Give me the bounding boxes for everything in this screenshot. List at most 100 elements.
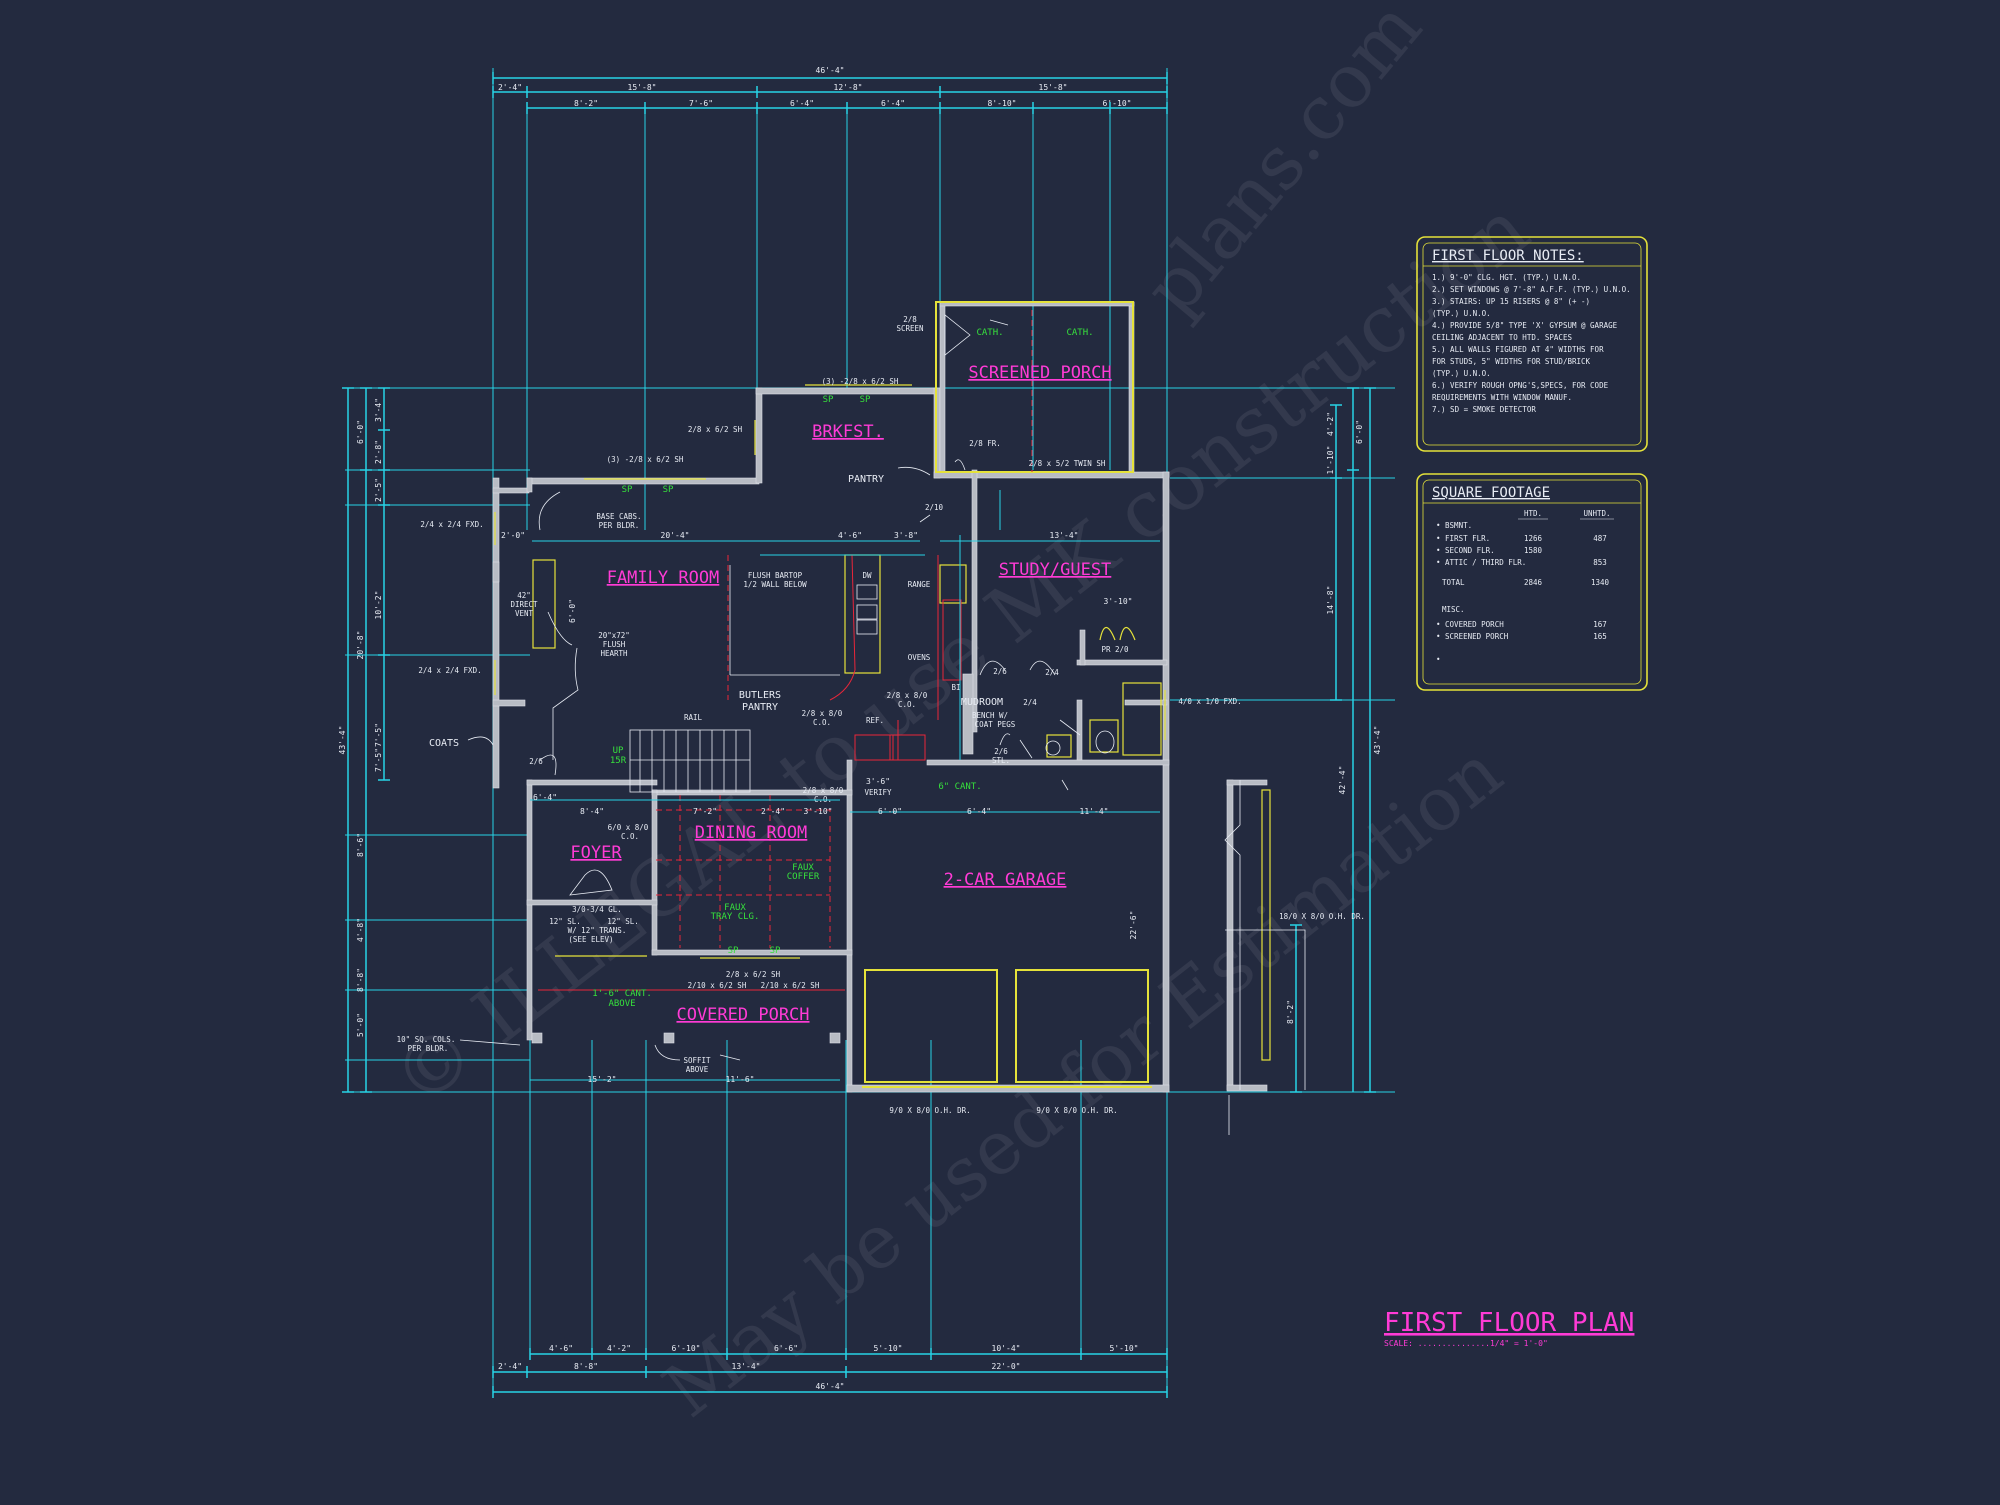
highlights <box>494 301 1271 1088</box>
label-cols-1: 10" SQ. COLS. <box>397 1035 456 1044</box>
label-soffit-2: ABOVE <box>686 1065 709 1074</box>
label-sl-right: 12" SL. <box>607 917 639 926</box>
dim-bottom-row2-2: 4'-2" <box>607 1344 631 1353</box>
overhead-lines <box>538 310 1033 991</box>
label-base-cabs-1: BASE CABS. <box>596 512 641 521</box>
label-butlers-1: BUTLERS <box>739 690 781 701</box>
label-range: RANGE <box>908 580 931 589</box>
room-mudroom: MUDROOM <box>961 697 1003 708</box>
label-door-24b: 2/4 <box>1023 698 1037 707</box>
dim-int-46: 4'-6" <box>838 531 862 540</box>
walls <box>492 301 1268 1093</box>
notes-line-8: FOR STUDS, 5" WIDTHS FOR STUD/BRICK <box>1432 357 1591 366</box>
dim-int-64b: 6'-4" <box>967 807 991 816</box>
notes-line-10: 6.) VERIFY ROUGH OPNG'S,SPECS, FOR CODE <box>1432 381 1609 390</box>
label-base-cabs-2: PER BLDR. <box>599 521 640 530</box>
fixtures <box>459 314 1306 1135</box>
label-cath-2: CATH. <box>1066 328 1093 338</box>
dim-right-mid-1: 1'-10" <box>1326 446 1335 475</box>
dim-left-bot-2: 8'-6" <box>356 833 365 857</box>
room-screened-porch: SCREENED PORCH <box>968 363 1111 383</box>
dim-right-side: 8'-2" <box>1286 1000 1295 1024</box>
label-study-door: 2/6 <box>993 667 1007 676</box>
label-fxd-right: 4/0 x 1/0 FXD. <box>1178 697 1241 706</box>
label-vent-1: 42" <box>517 591 531 600</box>
label-win-sh: 2/8 x 6/2 SH <box>688 425 743 434</box>
label-pantry: PANTRY <box>848 474 884 485</box>
dim-bottom-row2-6: 10'-4" <box>992 1344 1021 1353</box>
label-rail: RAIL <box>684 713 703 722</box>
label-ovens: OVENS <box>908 653 931 662</box>
top-dimensions: 46'-4" 2'-4" 15'-8" 12'-8" 15'-8" 8'-2" … <box>492 66 1168 114</box>
first-floor-notes-panel: FIRST FLOOR NOTES: 1.) 9'-0" CLG. HGT. (… <box>1416 236 1648 452</box>
sqft-misc-screened: • SCREENED PORCH <box>1436 632 1509 641</box>
sqft-total-unhtd: 1340 <box>1591 578 1610 587</box>
label-win-fam: (3) -2/8 x 6/2 SH <box>607 455 684 464</box>
sqft-row-attic: • ATTIC / THIRD FLR. <box>1436 558 1526 567</box>
label-cant-above-2: ABOVE <box>608 999 635 1009</box>
label-cant-above-1: 1'-6" CANT. <box>592 989 652 999</box>
dim-bottom-row2-7: 5'-10" <box>1110 1344 1139 1353</box>
label-coats: COATS <box>429 738 459 749</box>
label-ohd-side: 18/0 X 8/0 O.H. DR. <box>1279 912 1365 921</box>
label-sp-4: SP <box>860 395 871 405</box>
dim-int-134: 13'-4" <box>1050 531 1079 540</box>
dim-top-row2-5: 8'-10" <box>988 99 1017 108</box>
sqft-first-htd: 1266 <box>1524 534 1543 543</box>
room-breakfast: BRKFST. <box>812 422 884 442</box>
label-fxd-lower: 2/4 x 2/4 FXD. <box>418 666 481 675</box>
dim-int-310b: 3'-10" <box>804 807 833 816</box>
dim-bottom-4: 22'-0" <box>992 1362 1021 1371</box>
label-sp-3: SP <box>823 395 834 405</box>
sqft-first-unhtd: 487 <box>1593 534 1607 543</box>
room-dining-room: DINING ROOM <box>695 823 808 843</box>
interior-dimensions: 20'-4" 4'-6" 3'-8" 13'-4" 3'-10" 2'-0" 6… <box>501 490 1160 1084</box>
dim-top-4: 15'-8" <box>1039 83 1068 92</box>
notes-line-3: 3.) STAIRS: UP 15 RISERS @ 8" (+ -) <box>1432 297 1590 306</box>
label-cols-2: PER BLDR. <box>408 1044 449 1053</box>
dim-int-24: 2'-4" <box>761 807 785 816</box>
right-dimensions: 43'-4" 6'-0" 42'-4" 4'-2" 1'-10" 14'-8" … <box>1286 387 1382 1093</box>
dim-left-inner-3: 7'-5" <box>374 723 383 747</box>
label-soffit-1: SOFFIT <box>683 1056 711 1065</box>
label-brk-window: (3) -2/8 x 6/2 SH <box>822 377 899 386</box>
dim-bottom-row2-3: 6'-10" <box>672 1344 701 1353</box>
label-bench-1: BENCH W/ <box>972 711 1008 720</box>
label-co-2: C.O. <box>898 700 916 709</box>
label-co-1: 2/8 x 8/0 <box>887 691 928 700</box>
dim-top-row2-3: 6'-4" <box>790 99 814 108</box>
dim-top-row2-6: 6'-10" <box>1103 99 1132 108</box>
label-sl-left: 12" SL. <box>549 917 581 926</box>
label-door-24a: 2/4 <box>1045 668 1059 677</box>
dim-left-top-3: 2'-8" <box>374 440 383 464</box>
label-coffer-1: FAUX <box>792 863 814 873</box>
square-footage-panel: SQUARE FOOTAGE HTD. UNHTD. • BSMNT. • FI… <box>1416 473 1648 691</box>
sqft-col-unhtd: UNHTD. <box>1583 509 1610 518</box>
sqft-total-label: TOTAL <box>1442 578 1465 587</box>
dim-right-top-3: 42'-4" <box>1338 766 1347 795</box>
dim-int-84: 8'-4" <box>580 807 604 816</box>
dim-int-64a: 6'-4" <box>533 793 557 802</box>
label-bartop-1: FLUSH BARTOP <box>748 571 803 580</box>
plan-title: FIRST FLOOR PLAN <box>1384 1308 1634 1338</box>
label-bartop-2: 1/2 WALL BELOW <box>743 580 807 589</box>
notes-line-6: CEILING ADJACENT TO HTD. SPACES <box>1432 333 1572 342</box>
dim-int-310: 3'-10" <box>1104 597 1133 606</box>
label-up-1: UP <box>613 746 624 756</box>
label-screen-1: 2/8 <box>903 315 917 324</box>
label-sidelight-3: (SEE ELEV) <box>568 935 613 944</box>
sqft-title: SQUARE FOOTAGE <box>1432 485 1550 501</box>
notes-line-1: 1.) 9'-0" CLG. HGT. (TYP.) U.N.O. <box>1432 273 1581 282</box>
dim-right-overall: 43'-4" <box>1373 726 1382 755</box>
dim-top-1: 2'-4" <box>498 83 522 92</box>
room-foyer: FOYER <box>570 843 622 863</box>
label-ohd-left: 9/0 X 8/0 O.H. DR. <box>889 1106 970 1115</box>
dim-left-bot-1: 7'-5" <box>374 748 383 772</box>
label-powder-room: PR 2/0 <box>1101 645 1129 654</box>
dim-int-38: 3'-8" <box>894 531 918 540</box>
sqft-total-htd: 2846 <box>1524 578 1543 587</box>
label-tray-2: TRAY CLG. <box>711 912 760 922</box>
label-vent-3: VENT <box>515 609 534 618</box>
